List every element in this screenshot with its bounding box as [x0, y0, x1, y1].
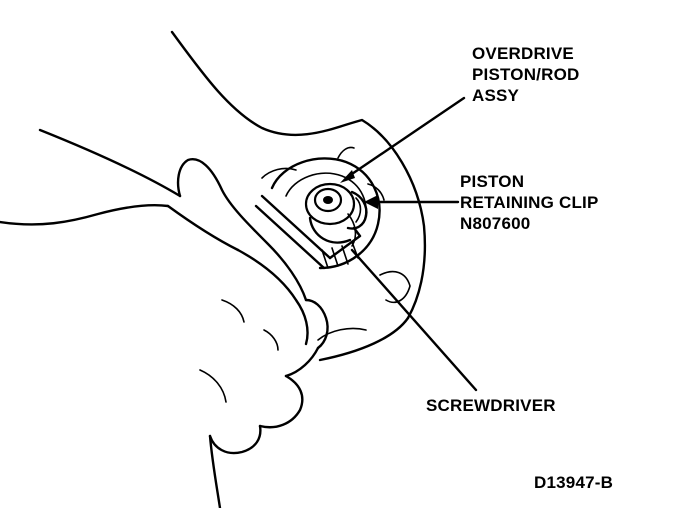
transmission-case [170, 30, 427, 362]
screwdriver-shaft [254, 194, 362, 270]
clip-label-line-1: PISTON [460, 172, 525, 191]
retaining-clip-label: PISTON RETAINING CLIP N807600 [460, 171, 599, 234]
overdrive-piston-rod [304, 182, 359, 269]
overdrive-label-line-2: PISTON/ROD [472, 65, 580, 84]
figure-id: D13947-B [534, 473, 614, 492]
overdrive-piston-label: OVERDRIVE PISTON/ROD ASSY [472, 43, 579, 106]
screwdriver-label: SCREWDRIVER [426, 396, 556, 415]
clip-label-line-2: RETAINING CLIP [460, 193, 599, 212]
overdrive-label-line-3: ASSY [472, 86, 520, 105]
leader-overdrive [340, 96, 466, 183]
leader-clip [364, 195, 460, 209]
leader-screwdriver [350, 248, 478, 392]
hand [0, 128, 329, 508]
clip-label-line-3: N807600 [460, 214, 531, 233]
overdrive-label-line-1: OVERDRIVE [472, 44, 574, 63]
